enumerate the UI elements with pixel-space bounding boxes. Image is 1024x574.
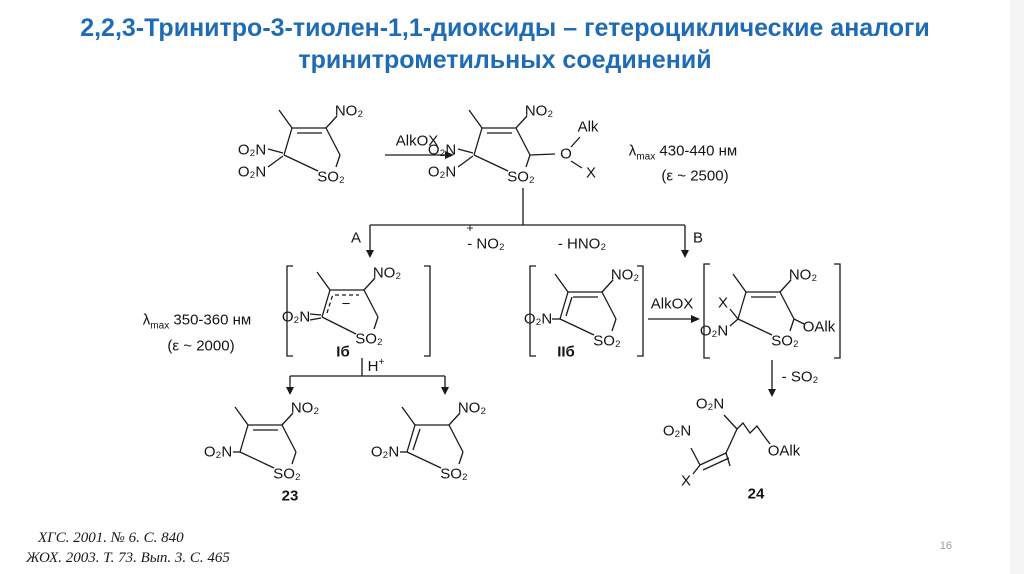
slide-title: 2,2,3-Тринитро-3-тиолен-1,1-диоксиды – г… bbox=[0, 12, 1010, 76]
atom-label-o: O bbox=[560, 145, 572, 163]
references: ХГС. 2001. № 6. С. 840 ЖОХ. 2003. Т. 73.… bbox=[26, 528, 230, 568]
reference-2: ЖОХ. 2003. Т. 73. Вып. 3. С. 465 bbox=[26, 550, 230, 566]
branch-connector-lines bbox=[369, 188, 686, 251]
bracketed-alkoxide-adduct-brackets bbox=[703, 263, 841, 359]
intermediate-1b-label: Iб bbox=[336, 343, 350, 361]
epsilon-2-label: (ε ~ 2000) bbox=[167, 337, 235, 355]
atom-label-no2: NO₂ bbox=[610, 266, 640, 284]
atom-label-no2: NO₂ bbox=[788, 266, 818, 284]
structure-anion-1b bbox=[309, 271, 379, 335]
atom-label-so2: SO₂ bbox=[317, 168, 345, 186]
slide-title-line2: тринитрометильных соединений bbox=[298, 46, 712, 74]
atom-label-no2: NO₂ bbox=[290, 399, 320, 417]
loss-no2-label: - NO₂ bbox=[467, 235, 505, 253]
arrowheads bbox=[286, 151, 776, 397]
structure-23b bbox=[400, 406, 464, 469]
structure-alkoxide-adduct bbox=[729, 273, 805, 336]
reference-1: ХГС. 2001. № 6. С. 840 bbox=[38, 530, 184, 546]
structure-2-adduct bbox=[457, 109, 583, 172]
intermediate-2b-brackets bbox=[529, 265, 644, 357]
slide-title-line1: 2,2,3-Тринитро-3-тиолен-1,1-диоксиды – г… bbox=[80, 14, 930, 42]
reagent-label-alkox: AlkOX bbox=[650, 295, 694, 313]
loss-hno2-label: - HNO₂ bbox=[557, 235, 607, 253]
page-number: 16 bbox=[939, 540, 952, 552]
structure-2b bbox=[552, 273, 617, 336]
atom-label-so2: SO₂ bbox=[593, 332, 621, 350]
atom-label-oalk: OAlk bbox=[802, 318, 836, 336]
atom-label-x: X bbox=[585, 164, 597, 182]
atom-label-o2n: O₂N bbox=[427, 141, 457, 159]
atom-label-o2n: O₂N bbox=[427, 163, 457, 181]
atom-label-oalk: OAlk bbox=[767, 442, 801, 460]
compound-24-label: 24 bbox=[747, 485, 765, 503]
atom-label-o2n: O₂N bbox=[203, 443, 233, 461]
reagent-label-alkox: AlkOX bbox=[395, 132, 439, 150]
atom-label-o2n: O₂N bbox=[695, 395, 725, 413]
path-b-label: B bbox=[692, 229, 704, 247]
loss-no2-plus-label: + bbox=[466, 221, 474, 235]
atom-label-o2n: O₂N bbox=[237, 141, 267, 159]
slide-edge-strip bbox=[1010, 0, 1024, 574]
atom-label-o2n: O₂N bbox=[237, 163, 267, 181]
atom-label-alk: Alk bbox=[577, 118, 599, 136]
atom-label-so2: SO₂ bbox=[507, 168, 535, 186]
epsilon-1-label: (ε ~ 2500) bbox=[661, 167, 729, 185]
lambda-max-2-label: λmax 350-360 нм bbox=[142, 311, 252, 332]
intermediate-2b-label: IIб bbox=[557, 343, 575, 361]
structure-24-diene bbox=[690, 414, 771, 475]
atom-label-o2n: O₂N bbox=[523, 310, 553, 328]
structure-1-trinitrothiolene-dioxide bbox=[267, 109, 341, 172]
structure-23a bbox=[233, 406, 297, 469]
atom-label-no2: NO₂ bbox=[524, 102, 554, 120]
atom-label-o2n: O₂N bbox=[699, 322, 729, 340]
atom-label-no2: NO₂ bbox=[372, 264, 402, 282]
atom-label-no2: NO₂ bbox=[334, 102, 364, 120]
atom-label-x: X bbox=[680, 472, 692, 490]
h-plus-label: H+ bbox=[367, 357, 385, 375]
anion-charge-label: − bbox=[341, 295, 351, 313]
atom-label-o2n: O₂N bbox=[281, 308, 311, 326]
loss-so2-label: - SO₂ bbox=[781, 368, 819, 386]
atom-label-so2: SO₂ bbox=[273, 465, 301, 483]
atom-label-so2: SO₂ bbox=[440, 465, 468, 483]
atom-label-o2n: O₂N bbox=[370, 443, 400, 461]
compound-23-label: 23 bbox=[281, 487, 299, 505]
lambda-max-1-label: λmax 430-440 нм bbox=[628, 142, 738, 163]
h-plus-branch-lines bbox=[289, 358, 446, 389]
atom-label-x: X bbox=[717, 294, 729, 312]
atom-label-so2: SO₂ bbox=[355, 330, 383, 348]
intermediate-1b-brackets bbox=[286, 265, 431, 357]
atom-label-so2: SO₂ bbox=[771, 332, 799, 350]
path-a-label: A bbox=[350, 229, 362, 247]
atom-label-no2: NO₂ bbox=[457, 399, 487, 417]
atom-label-o2n: O₂N bbox=[662, 422, 692, 440]
